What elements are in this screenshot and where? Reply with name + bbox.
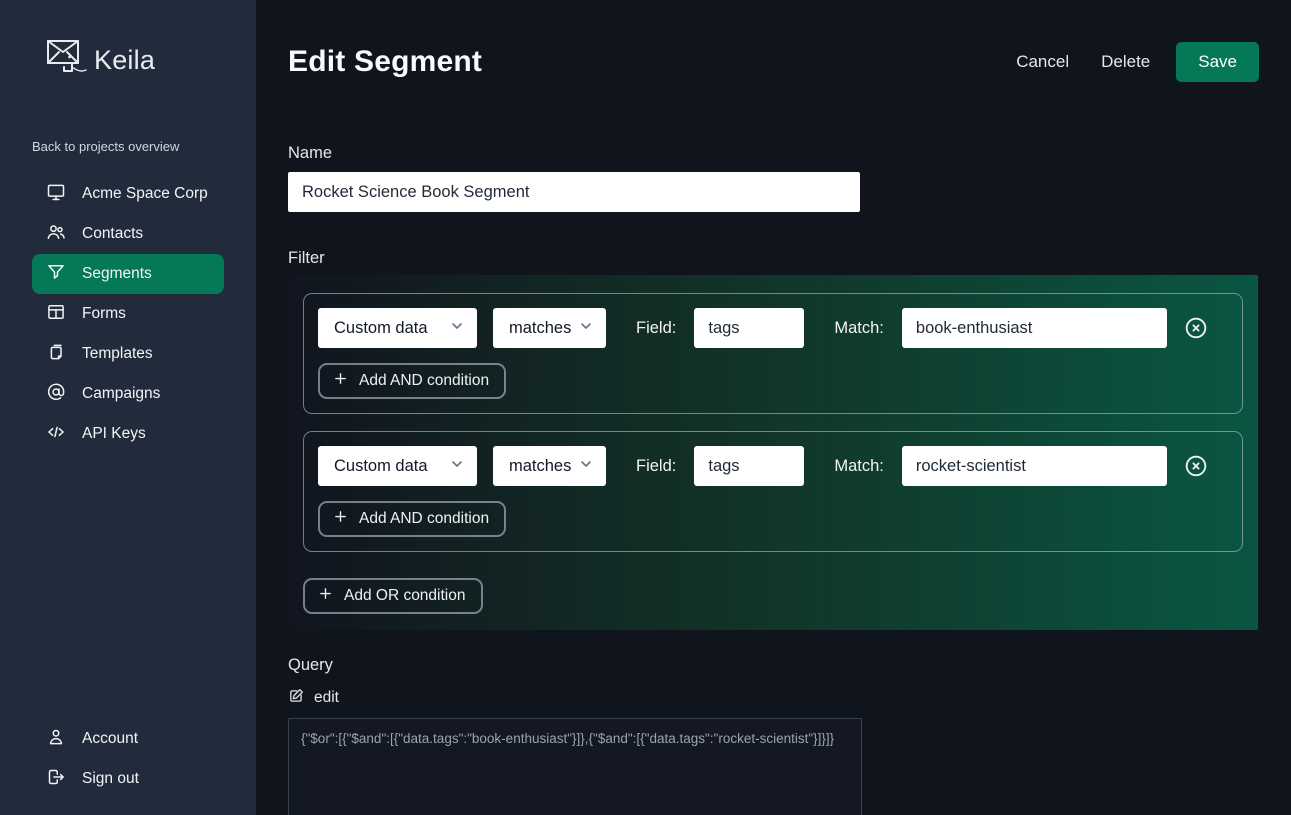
- sidebar-item-label: Segments: [82, 265, 152, 282]
- app-name: Keila: [94, 45, 156, 75]
- save-button[interactable]: Save: [1176, 42, 1259, 82]
- remove-condition-button[interactable]: [1183, 453, 1209, 479]
- sidebar-item-campaigns[interactable]: Campaigns: [32, 374, 224, 414]
- condition-type-select[interactable]: Custom data: [318, 446, 477, 486]
- sidebar-item-label: Contacts: [82, 225, 144, 242]
- page-title: Edit Segment: [288, 45, 483, 78]
- match-input[interactable]: [901, 446, 1167, 486]
- condition-operator-value: matches: [509, 456, 572, 475]
- query-edit-label: edit: [314, 689, 339, 706]
- sidebar-item-api-keys[interactable]: API Keys: [32, 414, 224, 454]
- query-label: Query: [288, 656, 333, 674]
- filter-panel: Custom data matches Field: Match:: [288, 275, 1258, 630]
- query-editor: {"$or":[{"$and":[{"data.tags":"book-enth…: [288, 718, 862, 815]
- chevron-down-icon: [449, 456, 465, 477]
- plus-icon: [333, 509, 348, 529]
- condition-operator-select[interactable]: matches: [493, 308, 606, 348]
- sidebar-item-label: Acme Space Corp: [82, 185, 208, 202]
- plus-icon: [333, 371, 348, 391]
- condition-row: Custom data matches Field: Match:: [318, 446, 1228, 486]
- sidebar-item-sign-out[interactable]: Sign out: [32, 759, 224, 799]
- keila-logo: Keila: [0, 0, 256, 83]
- condition-operator-select[interactable]: matches: [493, 446, 606, 486]
- chevron-down-icon: [449, 318, 465, 339]
- add-and-condition-label: Add AND condition: [359, 372, 490, 389]
- add-or-condition-label: Add OR condition: [344, 587, 466, 604]
- sidebar-item-segments[interactable]: Segments: [32, 254, 224, 294]
- sidebar-item-templates[interactable]: Templates: [32, 334, 224, 374]
- sidebar-item-label: Account: [82, 730, 139, 747]
- keila-envelope-logo-icon: [46, 38, 88, 83]
- field-label: Field:: [636, 456, 677, 475]
- condition-row: Custom data matches Field: Match:: [318, 308, 1228, 348]
- code-icon: [46, 422, 66, 447]
- field-label: Field:: [636, 318, 677, 337]
- sidebar-footer: Account Sign out: [32, 719, 224, 799]
- cancel-button[interactable]: Cancel: [1004, 44, 1081, 80]
- users-icon: [46, 222, 66, 247]
- circle-x-icon: [1183, 455, 1209, 482]
- sidebar-item-label: API Keys: [82, 425, 146, 442]
- at-symbol-icon: [46, 382, 66, 407]
- sidebar-item-forms[interactable]: Forms: [32, 294, 224, 334]
- query-edit-link[interactable]: edit: [288, 687, 339, 709]
- back-to-projects-link[interactable]: Back to projects overview: [32, 139, 180, 154]
- add-and-condition-button[interactable]: Add AND condition: [318, 501, 507, 537]
- forms-icon: [46, 302, 66, 327]
- sign-out-icon: [46, 767, 66, 792]
- sidebar-nav: Acme Space Corp Contacts Segments: [0, 174, 256, 454]
- templates-icon: [46, 342, 66, 367]
- condition-type-value: Custom data: [334, 318, 428, 337]
- sidebar-item-label: Templates: [82, 345, 153, 362]
- sidebar-item-contacts[interactable]: Contacts: [32, 214, 224, 254]
- condition-type-value: Custom data: [334, 456, 428, 475]
- remove-condition-button[interactable]: [1183, 315, 1209, 341]
- segment-name-input[interactable]: [288, 172, 860, 212]
- sidebar-item-label: Sign out: [82, 770, 139, 787]
- match-label: Match:: [834, 318, 884, 337]
- query-textarea[interactable]: {"$or":[{"$and":[{"data.tags":"book-enth…: [288, 718, 862, 815]
- condition-type-select[interactable]: Custom data: [318, 308, 477, 348]
- pencil-square-icon: [288, 687, 305, 709]
- chevron-down-icon: [578, 456, 594, 477]
- user-icon: [46, 727, 66, 752]
- plus-icon: [318, 586, 333, 606]
- match-label: Match:: [834, 456, 884, 475]
- filter-label: Filter: [288, 249, 325, 267]
- chevron-down-icon: [578, 318, 594, 339]
- field-input[interactable]: [694, 446, 805, 486]
- delete-button[interactable]: Delete: [1089, 44, 1162, 80]
- sidebar-item-account[interactable]: Account: [32, 719, 224, 759]
- condition-operator-value: matches: [509, 318, 572, 337]
- header-actions: Cancel Delete Save: [1004, 42, 1259, 82]
- sidebar-item-acme-space-corp[interactable]: Acme Space Corp: [32, 174, 224, 214]
- sidebar-item-label: Campaigns: [82, 385, 161, 402]
- page-header: Edit Segment Cancel Delete Save: [288, 40, 1259, 84]
- add-or-condition-button[interactable]: Add OR condition: [303, 578, 483, 614]
- funnel-icon: [46, 262, 66, 287]
- condition-card: Custom data matches Field: Match:: [303, 431, 1243, 552]
- match-input[interactable]: [901, 308, 1167, 348]
- field-input[interactable]: [694, 308, 805, 348]
- name-label: Name: [288, 144, 333, 162]
- add-and-condition-button[interactable]: Add AND condition: [318, 363, 507, 399]
- sidebar: Keila Back to projects overview Acme Spa…: [0, 0, 256, 815]
- sidebar-item-label: Forms: [82, 305, 126, 322]
- main-content: Edit Segment Cancel Delete Save Name Fil…: [256, 0, 1291, 815]
- circle-x-icon: [1183, 317, 1209, 344]
- condition-card: Custom data matches Field: Match:: [303, 293, 1243, 414]
- monitor-icon: [46, 182, 66, 207]
- add-and-condition-label: Add AND condition: [359, 510, 490, 527]
